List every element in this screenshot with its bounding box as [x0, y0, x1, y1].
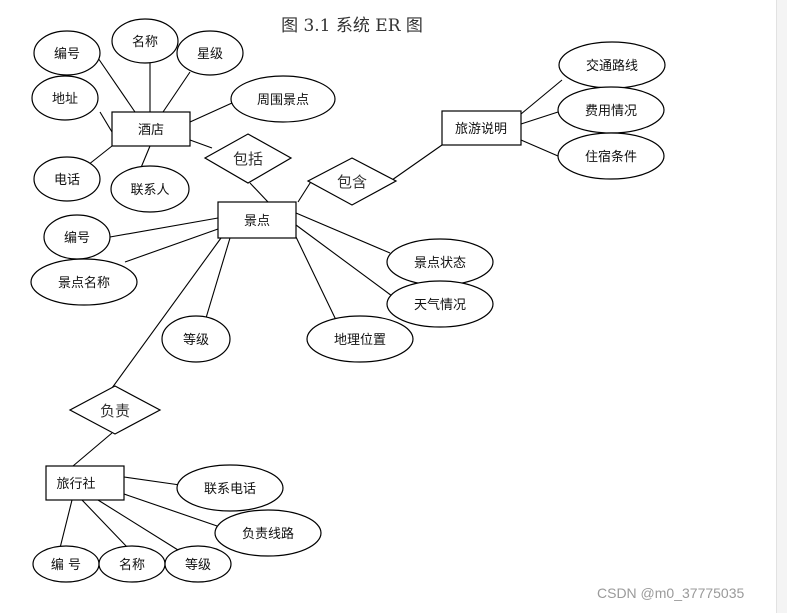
edge-hotel-rel [189, 139, 213, 149]
edge-scenic-rel2 [297, 179, 313, 203]
entity-hotel: 酒店 [111, 111, 191, 147]
attr-scenic-status: 景点状态 [386, 238, 494, 286]
diagram-title: 图 3.1 系统 ER 图 [281, 16, 423, 36]
svg-text:负责线路: 负责线路 [242, 526, 294, 542]
attr-agency-id: 编 号 [32, 545, 100, 583]
attr-scenic-id: 编号 [43, 214, 111, 260]
svg-text:景点名称: 景点名称 [58, 275, 110, 291]
attr-agency-name: 名称 [98, 545, 166, 583]
attr-hotel-name: 名称 [111, 18, 179, 64]
edge-scenic-status [295, 212, 391, 254]
attr-hotel-nearby: 周围景点 [230, 75, 336, 123]
attr-guide-traffic: 交通路线 [558, 41, 666, 89]
svg-text:编号: 编号 [64, 231, 90, 246]
svg-text:地理位置: 地理位置 [334, 333, 386, 348]
attr-agency-grade: 等级 [164, 545, 232, 583]
attr-scenic-weather: 天气情况 [386, 280, 494, 328]
edge-hotel-address [99, 111, 113, 133]
edge-hotel-star [162, 71, 191, 113]
svg-text:天气情况: 天气情况 [414, 297, 466, 313]
entity-agency: 旅行社 [45, 465, 125, 501]
svg-text:联系电话: 联系电话 [204, 482, 256, 497]
svg-text:周围景点: 周围景点 [257, 93, 309, 108]
relationship-responsible-label: 负责 [100, 402, 130, 420]
attr-hotel-star: 星级 [176, 30, 244, 76]
relationship-include-label: 包括 [233, 150, 263, 168]
svg-text:编号: 编号 [54, 47, 80, 62]
svg-text:名称: 名称 [132, 34, 158, 50]
attr-agency-phone: 联系电话 [176, 464, 284, 512]
entity-agency-label: 旅行社 [56, 476, 95, 492]
hotel-attributes: 编号 名称 星级 周围景点 地址 电话 联系人 [31, 18, 336, 213]
svg-text:电话: 电话 [54, 173, 80, 188]
edge-guide-cost [520, 111, 559, 125]
relationship-include: 包括 [203, 133, 293, 184]
edges [59, 57, 563, 551]
attr-hotel-address: 地址 [31, 75, 99, 121]
entity-scenic: 景点 [217, 201, 297, 239]
edge-scenic-weather [295, 224, 393, 297]
edge-agency-name [81, 499, 129, 549]
edge-rel2-guide [391, 144, 443, 181]
svg-text:费用情况: 费用情况 [585, 104, 637, 119]
edge-scenic-id [109, 217, 219, 238]
entity-travel-guide-label: 旅游说明 [455, 122, 507, 137]
svg-text:联系人: 联系人 [130, 183, 169, 198]
edge-agency-grade [97, 499, 179, 551]
agency-attributes: 联系电话 负责线路 编 号 名称 等级 [32, 464, 322, 583]
attr-scenic-grade: 等级 [161, 315, 231, 363]
attr-hotel-phone: 电话 [33, 156, 101, 202]
entity-travel-guide: 旅游说明 [441, 110, 522, 146]
edge-scenic-grade [205, 237, 231, 319]
edge-agency-id [59, 499, 73, 549]
edge-rel-scenic [249, 182, 269, 203]
svg-text:景点状态: 景点状态 [414, 256, 466, 271]
attr-scenic-location: 地理位置 [306, 315, 414, 363]
svg-text:编 号: 编 号 [51, 558, 81, 573]
attr-guide-cost: 费用情况 [557, 86, 665, 134]
svg-text:地址: 地址 [52, 92, 78, 107]
relationship-contain-label: 包含 [337, 173, 367, 191]
svg-text:交通路线: 交通路线 [586, 58, 638, 74]
attr-scenic-name: 景点名称 [30, 258, 138, 306]
svg-text:等级: 等级 [185, 557, 211, 573]
svg-text:等级: 等级 [183, 332, 209, 348]
scenic-attributes: 编号 景点名称 等级 地理位置 景点状态 天气情况 [30, 214, 494, 363]
vertical-scrollbar[interactable] [776, 0, 787, 613]
svg-text:星级: 星级 [197, 47, 223, 62]
edge-hotel-phone [87, 145, 113, 166]
relationship-responsible: 负责 [68, 385, 162, 435]
svg-text:名称: 名称 [119, 557, 145, 573]
entity-scenic-label: 景点 [244, 214, 270, 229]
edge-scenic-rel3 [111, 237, 222, 389]
edge-agency-phone [123, 476, 181, 486]
edge-guide-lodging [520, 139, 559, 157]
edge-guide-traffic [520, 79, 563, 115]
edge-agency-route [123, 493, 221, 528]
edge-scenic-location [295, 236, 337, 321]
edge-scenic-name [124, 228, 219, 263]
attr-hotel-contact: 联系人 [110, 165, 190, 213]
edge-hotel-id [97, 57, 136, 113]
csdn-watermark: CSDN @m0_37775035 [597, 585, 745, 601]
edge-hotel-nearby [189, 102, 233, 123]
entity-hotel-label: 酒店 [138, 123, 164, 138]
attr-agency-route: 负责线路 [214, 509, 322, 557]
attr-hotel-id: 编号 [33, 30, 101, 76]
edge-rel3-agency [72, 432, 113, 467]
relationship-contain: 包含 [306, 157, 398, 206]
svg-text:住宿条件: 住宿条件 [585, 149, 637, 165]
guide-attributes: 交通路线 费用情况 住宿条件 [557, 41, 666, 180]
attr-guide-lodging: 住宿条件 [557, 132, 665, 180]
